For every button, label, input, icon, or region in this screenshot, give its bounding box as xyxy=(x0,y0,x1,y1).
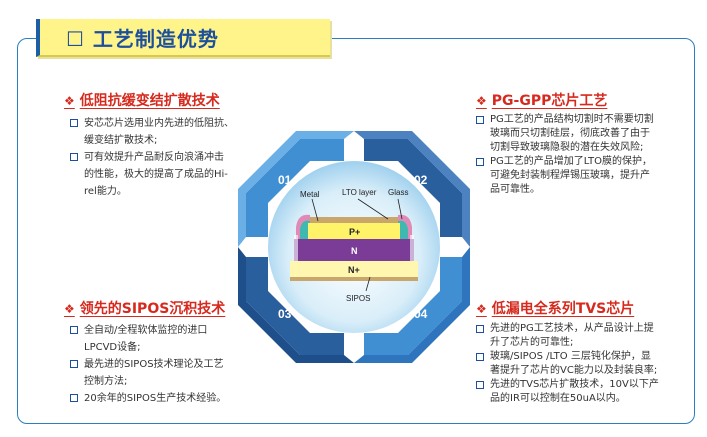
square-bullet-icon xyxy=(70,119,78,127)
list-item: PG工艺的产品结构切割时不需要切割玻璃而只切割硅层，彻底改善了由于切割导致玻璃隐… xyxy=(476,113,676,155)
section-title-pg-gpp: ❖PG-GPP芯片工艺 xyxy=(476,93,608,109)
p-plus-layer xyxy=(308,223,400,239)
n-plus-layer xyxy=(290,261,418,277)
list-item: 安芯芯片选用业内先进的低阻抗、缓变结扩散技术; xyxy=(70,115,240,149)
square-bullet-icon xyxy=(476,158,484,166)
metal-layer xyxy=(310,217,398,223)
diamond-bullet-icon: ❖ xyxy=(476,94,487,108)
chip-cross-section xyxy=(290,214,418,281)
quadrant-number-03: 03 xyxy=(278,307,292,321)
list-item: 先进的TVS芯片扩散技术，10V以下产品的IR可以控制在50uA以内。 xyxy=(476,378,681,406)
diamond-bullet-icon: ❖ xyxy=(64,94,75,108)
n-layer xyxy=(294,239,414,261)
quadrant-number-02: 02 xyxy=(414,173,428,187)
diamond-bullet-icon: ❖ xyxy=(476,302,487,316)
list-item: 玻璃/SIPOS /LTO 三层钝化保护，显著提升了芯片的VC能力以及封装良率; xyxy=(476,350,681,378)
label-lto-layer: LTO layer xyxy=(342,188,377,197)
square-bullet-icon xyxy=(476,116,484,124)
square-bullet-icon xyxy=(476,381,484,389)
list-item: 先进的PG工艺技术，从产品设计上提升了芯片的可靠性; xyxy=(476,322,681,350)
section-list-tvs: 先进的PG工艺技术，从产品设计上提升了芯片的可靠性; 玻璃/SIPOS /LTO… xyxy=(476,322,681,406)
list-item: 20余年的SIPOS生产技术经验。 xyxy=(70,390,250,407)
metal-bottom-layer xyxy=(290,277,418,281)
chip-structure-diagram: 01 02 03 04 Metal LTO layer Glass P+ N N… xyxy=(238,131,470,363)
list-item: 最先进的SIPOS技术理论及工艺控制方法; xyxy=(70,356,250,390)
label-metal: Metal xyxy=(300,190,320,199)
quadrant-arrow-04 xyxy=(354,247,470,363)
section-list-low-impedance: 安芯芯片选用业内先进的低阻抗、缓变结扩散技术; 可有效提升产品耐反向浪涌冲击的性… xyxy=(70,115,240,200)
label-n: N xyxy=(351,246,358,256)
quadrant-arrow-03 xyxy=(238,247,354,363)
page-title-banner: ☐ 工艺制造优势 xyxy=(36,19,330,57)
section-title-sipos: ❖领先的SIPOS沉积技术 xyxy=(64,301,226,317)
content-frame xyxy=(17,38,695,424)
section-title-low-impedance: ❖低阻抗缓变结扩散技术 xyxy=(64,93,220,109)
square-bullet-icon xyxy=(476,353,484,361)
quadrant-number-01: 01 xyxy=(278,173,292,187)
square-bullet-icon xyxy=(70,360,78,368)
label-n-plus: N+ xyxy=(348,265,360,275)
list-item: PG工艺的产品增加了LTO膜的保护，可避免封装制程焊锡压玻璃，提升产品可靠性。 xyxy=(476,155,676,197)
section-list-pg-gpp: PG工艺的产品结构切割时不需要切割玻璃而只切割硅层，彻底改善了由于切割导致玻璃隐… xyxy=(476,113,676,197)
square-bullet-icon xyxy=(476,325,484,333)
quadrant-arrow-02 xyxy=(354,131,470,247)
square-bullet-icon xyxy=(70,326,78,334)
page-title: ☐ 工艺制造优势 xyxy=(66,26,219,51)
label-glass: Glass xyxy=(388,188,408,197)
label-sipos: SIPOS xyxy=(346,294,370,303)
label-p-plus: P+ xyxy=(349,227,360,237)
diamond-bullet-icon: ❖ xyxy=(64,302,75,316)
square-bullet-icon xyxy=(70,394,78,402)
quadrant-number-04: 04 xyxy=(414,307,428,321)
quadrant-arrow-01 xyxy=(238,131,354,247)
section-title-tvs: ❖低漏电全系列TVS芯片 xyxy=(476,301,635,317)
square-bullet-icon xyxy=(70,153,78,161)
list-item: 可有效提升产品耐反向浪涌冲击的性能，极大的提高了成品的Hi-rel能力。 xyxy=(70,149,240,200)
